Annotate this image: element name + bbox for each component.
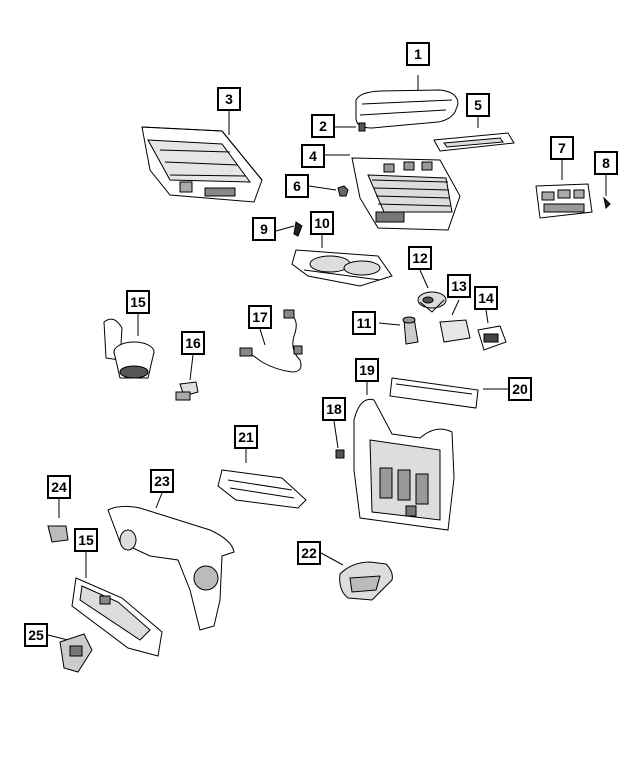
callout-4: 4 — [301, 144, 325, 168]
part-wiring-harness — [239, 309, 303, 373]
part-lower-panel — [71, 577, 163, 657]
callout-21: 21 — [234, 425, 258, 449]
callout-2: 2 — [311, 114, 335, 138]
callout-9: 9 — [252, 217, 276, 241]
callout-15: 15 — [126, 290, 150, 314]
callout-17: 17 — [248, 305, 272, 329]
callout-22: 22 — [297, 541, 321, 565]
callout-16: 16 — [181, 331, 205, 355]
callout-5: 5 — [466, 93, 490, 117]
part-screw-9 — [293, 221, 303, 237]
callout-1: 1 — [406, 42, 430, 66]
callout-11: 11 — [352, 311, 376, 335]
callout-24: 24 — [47, 475, 71, 499]
part-latch — [47, 525, 69, 543]
callout-15-lower: 15 — [74, 528, 98, 552]
callout-7: 7 — [550, 136, 574, 160]
callout-20: 20 — [508, 377, 532, 401]
part-bulb-socket — [175, 381, 199, 401]
part-storage-bin — [351, 157, 461, 231]
callout-18: 18 — [322, 397, 346, 421]
callout-23: 23 — [150, 469, 174, 493]
callout-25: 25 — [24, 623, 48, 647]
part-power-outlet — [417, 291, 447, 313]
part-rail — [389, 377, 479, 409]
part-switch-module — [535, 183, 593, 219]
part-grille — [217, 469, 307, 509]
part-usb-module — [439, 319, 471, 343]
callout-6: 6 — [285, 174, 309, 198]
part-pad — [339, 561, 393, 601]
part-switch-14 — [477, 325, 507, 351]
part-screw-8 — [603, 196, 611, 210]
part-small-clip — [358, 122, 366, 132]
callout-19: 19 — [355, 358, 379, 382]
callout-14: 14 — [474, 286, 498, 310]
part-cupholder-insert — [103, 318, 155, 379]
part-nut-6 — [337, 185, 349, 197]
callout-10: 10 — [310, 211, 334, 235]
callout-13: 13 — [447, 274, 471, 298]
callout-3: 3 — [217, 87, 241, 111]
part-clip-18 — [335, 449, 345, 459]
part-upper-bezel — [141, 126, 263, 203]
part-lighter — [402, 316, 419, 345]
part-trim-strip — [433, 132, 515, 152]
part-armrest-lid — [355, 89, 459, 129]
callout-12: 12 — [408, 246, 432, 270]
part-side-panel — [107, 505, 235, 631]
part-bracket — [59, 633, 93, 673]
part-tray — [291, 249, 393, 287]
part-console-housing — [353, 398, 455, 531]
callout-8: 8 — [594, 151, 618, 175]
